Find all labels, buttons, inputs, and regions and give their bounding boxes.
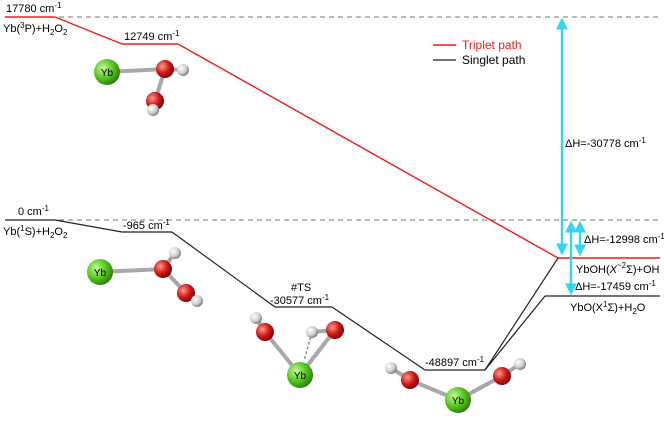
h-atom: [177, 64, 189, 76]
enthalpy-arrows: [556, 17, 586, 296]
yb-atom: [87, 259, 113, 285]
o-atom: [493, 367, 511, 385]
singlet-connector-to-ybo: [484, 295, 546, 371]
singlet-connector-to-yboh: [484, 257, 559, 371]
h-atom: [191, 295, 203, 307]
h-atom: [514, 358, 526, 370]
molecule-triplet-intermediate: Yb: [94, 59, 189, 116]
label-ts-energy: -30577 cm-1: [270, 293, 330, 307]
o-atom: [256, 323, 274, 341]
yb-atom: [445, 387, 471, 413]
label-singlet-start-energy: 0 cm-1: [18, 204, 50, 218]
molecule-singlet-intermediate: Yb: [87, 247, 203, 307]
yb-atom: [287, 362, 313, 388]
yb-atom-label: Yb: [452, 396, 465, 407]
o-atom: [154, 260, 172, 278]
label-product-ybo: YbO(X1Σ)+H2O: [570, 300, 646, 316]
triplet-connector-1: [54, 16, 123, 45]
h-atom: [250, 312, 262, 324]
molecule-transition-state: Yb: [250, 312, 344, 388]
label-singlet-start-species: Yb(1S)+H2O2: [3, 224, 68, 240]
o-atom: [156, 60, 174, 78]
o-atom: [326, 321, 344, 339]
h-atom: [147, 104, 159, 116]
label-ts-tag: #TS: [291, 282, 311, 294]
yb-atom-label: Yb: [294, 371, 307, 382]
h-atom: [169, 247, 181, 259]
label-singlet-intermediate-energy: -965 cm-1: [123, 218, 170, 232]
label-product-yboh: YbOH(X~2Σ)+OH: [576, 261, 660, 276]
label-triplet-intermediate-energy: 12749 cm-1: [124, 29, 180, 43]
label-minimum-energy: -48897 cm-1: [425, 355, 485, 369]
label-enthalpy-1: ΔH=-30778 cm-1: [565, 136, 646, 150]
triplet-connector-2: [177, 43, 559, 259]
singlet-connector-1: [54, 219, 123, 233]
o-atom: [177, 284, 195, 302]
singlet-connector-2: [171, 231, 276, 308]
singlet-path: [5, 219, 660, 371]
h-atom: [306, 326, 318, 338]
legend: Triplet path Singlet path: [433, 38, 525, 67]
label-enthalpy-2: ΔH=-12998 cm-1: [584, 232, 664, 246]
yb-atom-label: Yb: [101, 68, 114, 79]
molecule-minimum: Yb: [385, 358, 526, 413]
legend-singlet-label: Singlet path: [462, 53, 525, 67]
label-triplet-start-energy: 17780 cm-1: [6, 1, 62, 15]
label-enthalpy-3: ΔH=-17459 cm-1: [575, 279, 656, 293]
singlet-connector-3: [331, 306, 426, 371]
legend-triplet-label: Triplet path: [462, 38, 522, 52]
yb-atom-label: Yb: [94, 268, 107, 279]
label-triplet-start-species: Yb(3P)+H2O2: [3, 21, 68, 37]
o-atom: [401, 371, 419, 389]
yb-atom: [94, 59, 120, 85]
h-atom: [385, 362, 397, 374]
